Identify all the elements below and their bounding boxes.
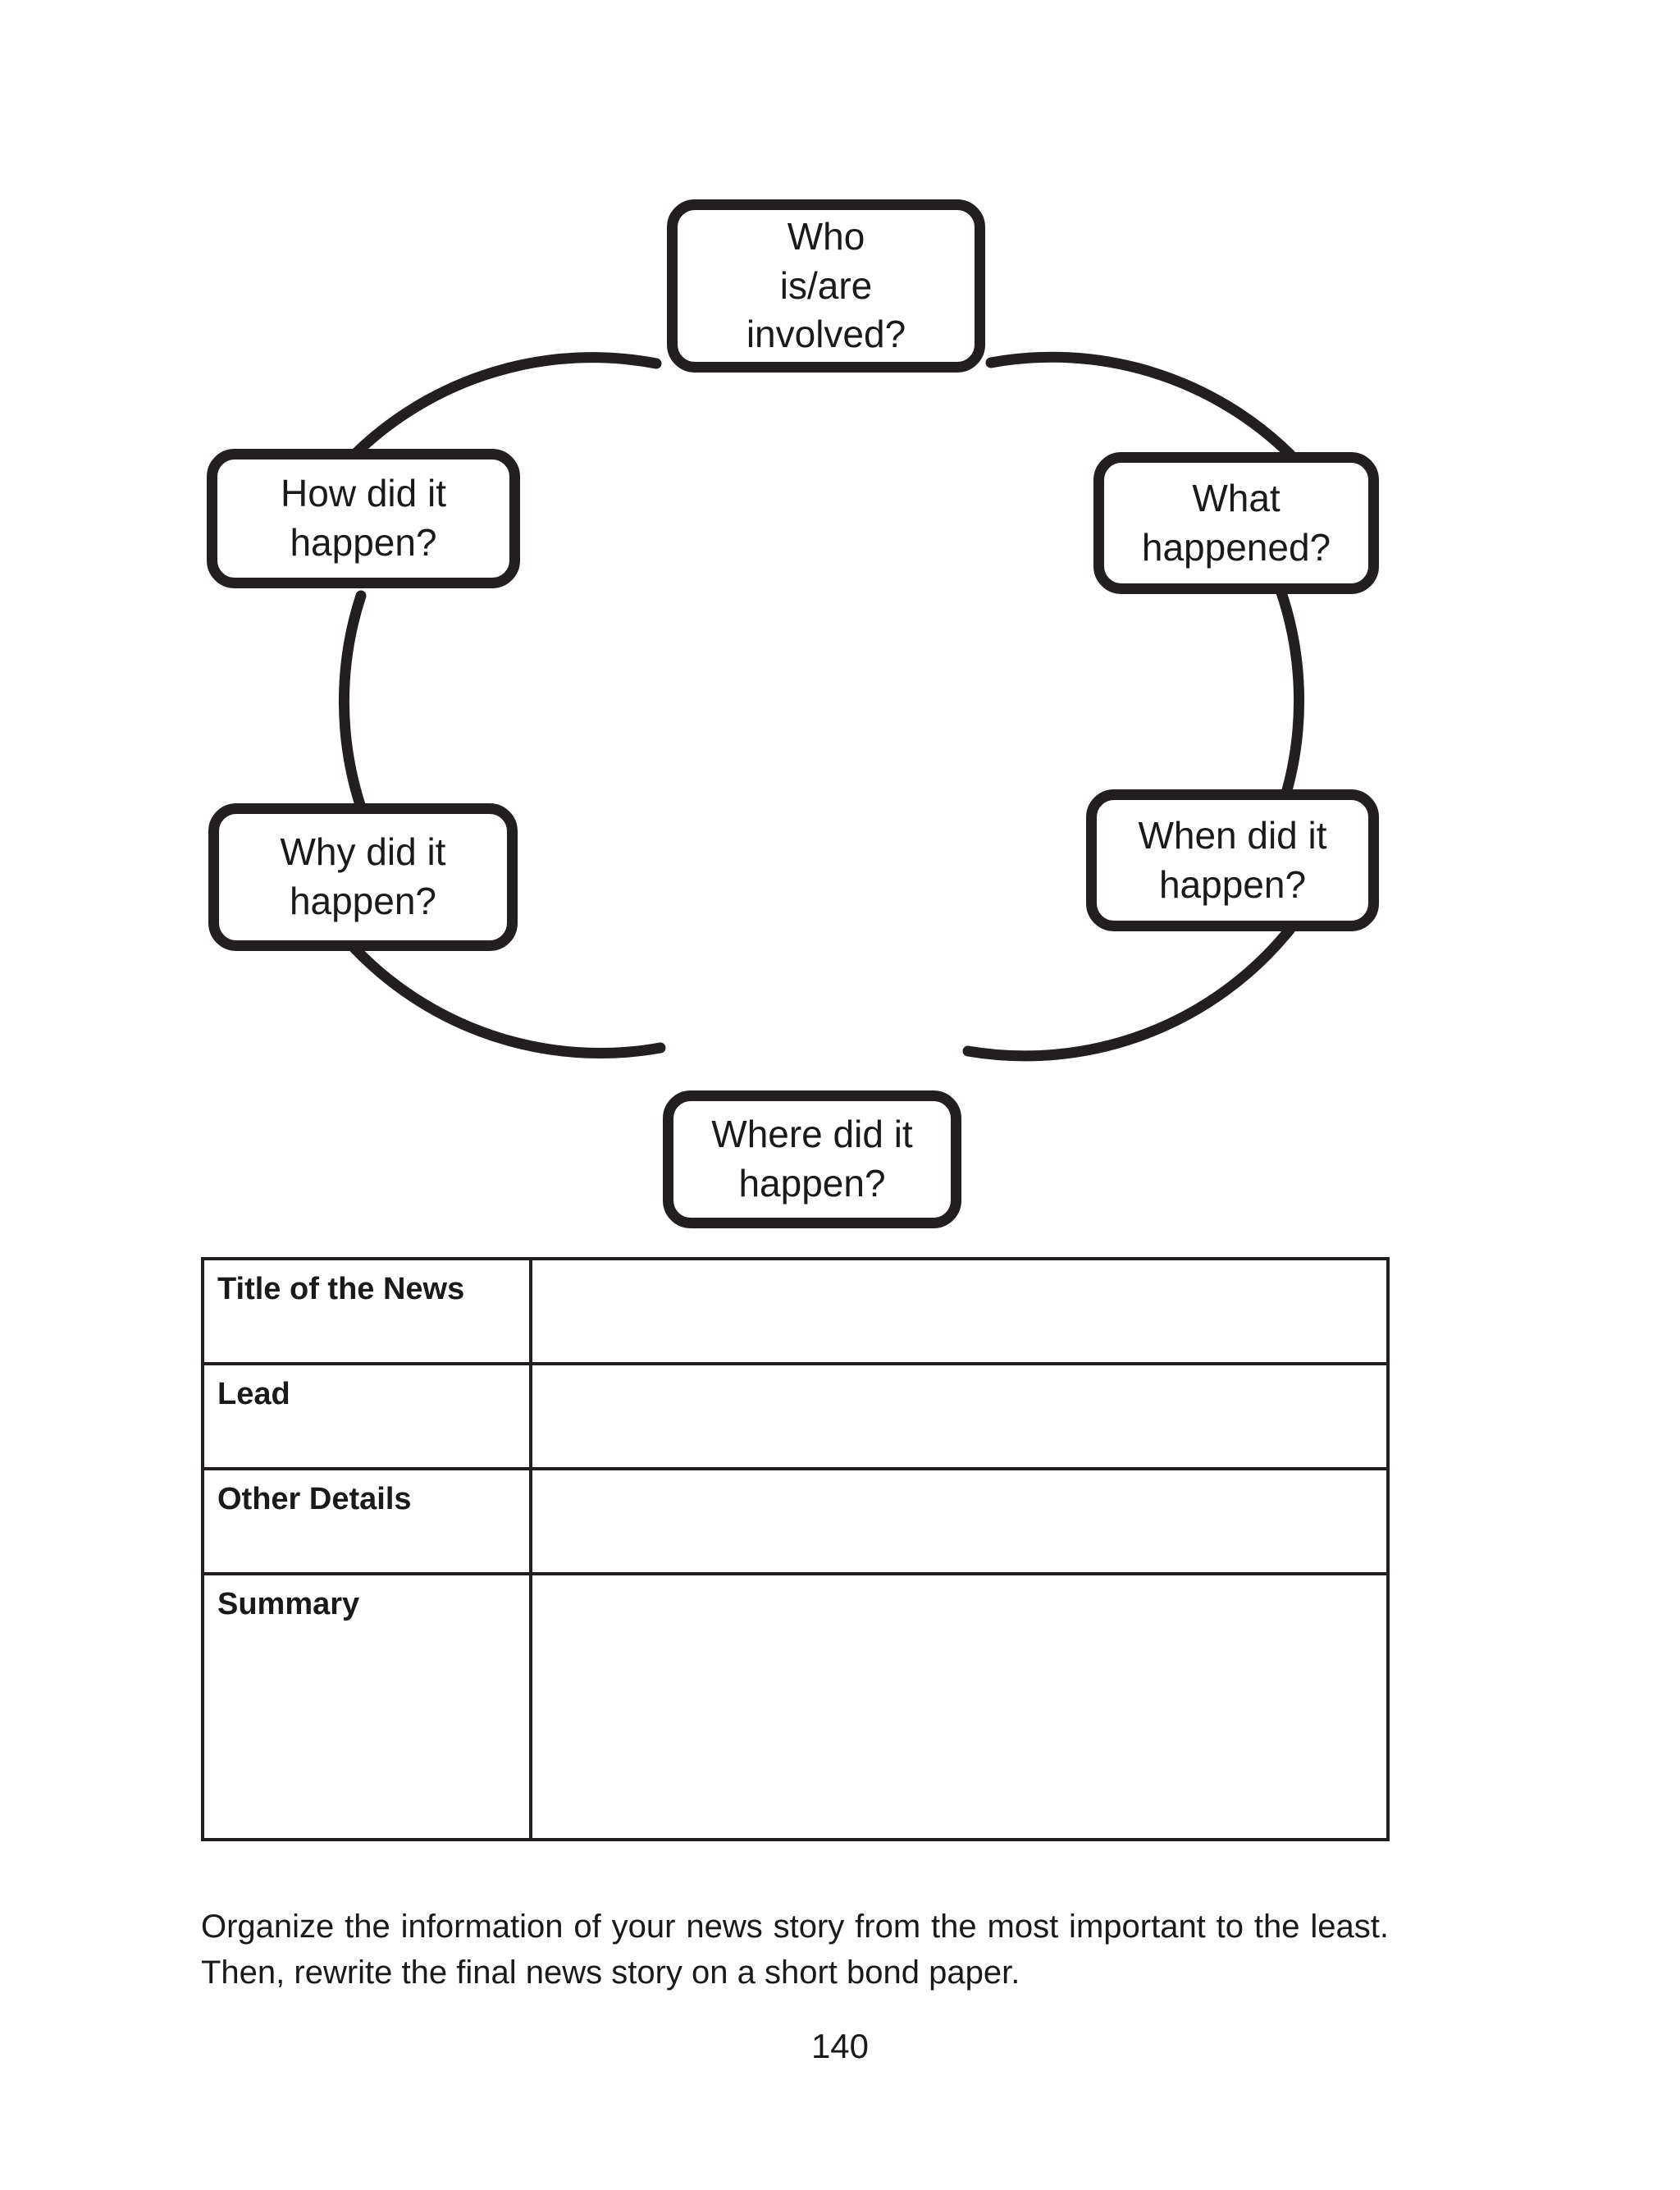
page-number: 140	[810, 2027, 870, 2065]
table-label-title-of-the-news: Title of the News	[201, 1257, 532, 1365]
table-value-other-details[interactable]	[529, 1467, 1390, 1575]
table-label-other-details: Other Details	[201, 1467, 532, 1575]
cycle-node-why-label: Why did it happen?	[280, 830, 446, 922]
arc-when-to-where	[962, 923, 1296, 1062]
table-label-lead: Lead	[201, 1362, 532, 1470]
cycle-node-how[interactable]: How did it happen?	[207, 449, 520, 588]
cycle-node-when[interactable]: When did it happen?	[1086, 789, 1379, 931]
cycle-node-what[interactable]: What happened?	[1093, 452, 1379, 594]
cycle-node-when-label: When did it happen?	[1138, 813, 1327, 906]
cycle-arcs	[338, 351, 1305, 1062]
cycle-diagram: Who is/are involved? What happened? When…	[207, 199, 1379, 1228]
arc-what-to-when	[1276, 587, 1305, 815]
cycle-node-what-label: What happened?	[1141, 476, 1331, 569]
cycle-node-why[interactable]: Why did it happen?	[208, 803, 518, 951]
table-value-lead[interactable]	[529, 1362, 1390, 1470]
cycle-node-who[interactable]: Who is/are involved?	[667, 199, 985, 373]
cycle-node-who-label: Who is/are involved?	[746, 214, 906, 356]
table-row: Summary	[201, 1572, 1390, 1841]
news-organizer-table: Title of the News Lead Other Details Sum…	[201, 1257, 1390, 1841]
arc-why-to-how	[338, 590, 367, 813]
arc-how-to-who	[348, 352, 662, 461]
cycle-node-how-label: How did it happen?	[281, 472, 446, 564]
table-row: Lead	[201, 1362, 1390, 1470]
arc-who-to-what	[985, 351, 1296, 460]
arc-where-to-why	[343, 936, 666, 1058]
table-label-summary: Summary	[201, 1572, 532, 1841]
instruction-text: Organize the information of your news st…	[201, 1909, 1389, 1991]
cycle-node-where[interactable]: Where did it happen?	[663, 1090, 961, 1228]
table-value-summary[interactable]	[529, 1572, 1390, 1841]
table-row: Other Details	[201, 1467, 1390, 1575]
table-row: Title of the News	[201, 1257, 1390, 1365]
cycle-node-where-label: Where did it happen?	[711, 1113, 913, 1205]
table-value-title-of-the-news[interactable]	[529, 1257, 1390, 1365]
